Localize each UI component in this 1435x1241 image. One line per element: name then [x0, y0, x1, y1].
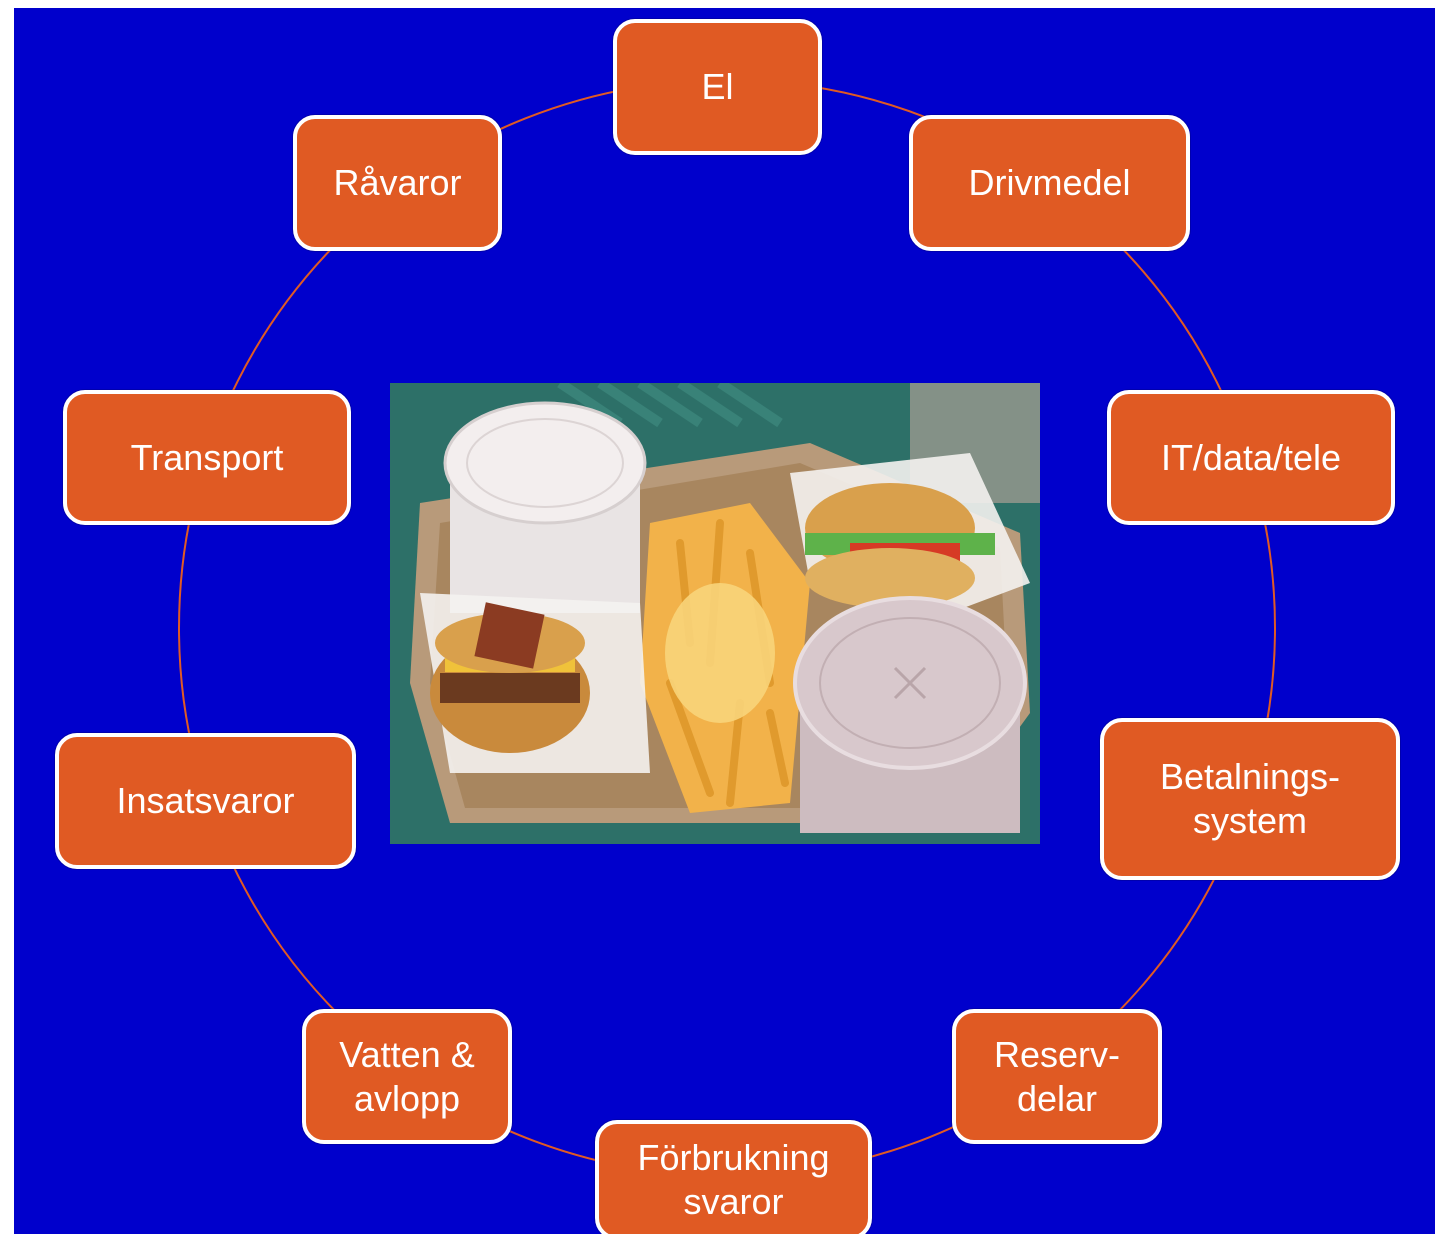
node-el: El: [613, 19, 822, 155]
burger-right: [790, 453, 1030, 613]
node-vatten-avlopp: Vatten & avlopp: [302, 1009, 512, 1144]
node-drivmedel: Drivmedel: [909, 115, 1190, 251]
cup-left: [443, 401, 647, 613]
node-it-data-tele: IT/data/tele: [1107, 390, 1395, 525]
fries: [640, 503, 810, 813]
node-ravaror: Råvaror: [293, 115, 502, 251]
node-transport: Transport: [63, 390, 351, 525]
diagram-canvas: El Drivmedel IT/data/tele Betalnings- sy…: [14, 8, 1435, 1234]
food-tray-illustration: [390, 383, 1040, 844]
node-betalningssystem: Betalnings- system: [1100, 718, 1400, 880]
node-forbrukningsvaror: Förbrukning svaror: [595, 1120, 872, 1234]
food-tray-photo: [390, 383, 1040, 844]
cup-right: [793, 596, 1027, 833]
node-reservdelar: Reserv- delar: [952, 1009, 1162, 1144]
node-insatsvaror: Insatsvaror: [55, 733, 356, 869]
burger-left: [420, 593, 650, 773]
